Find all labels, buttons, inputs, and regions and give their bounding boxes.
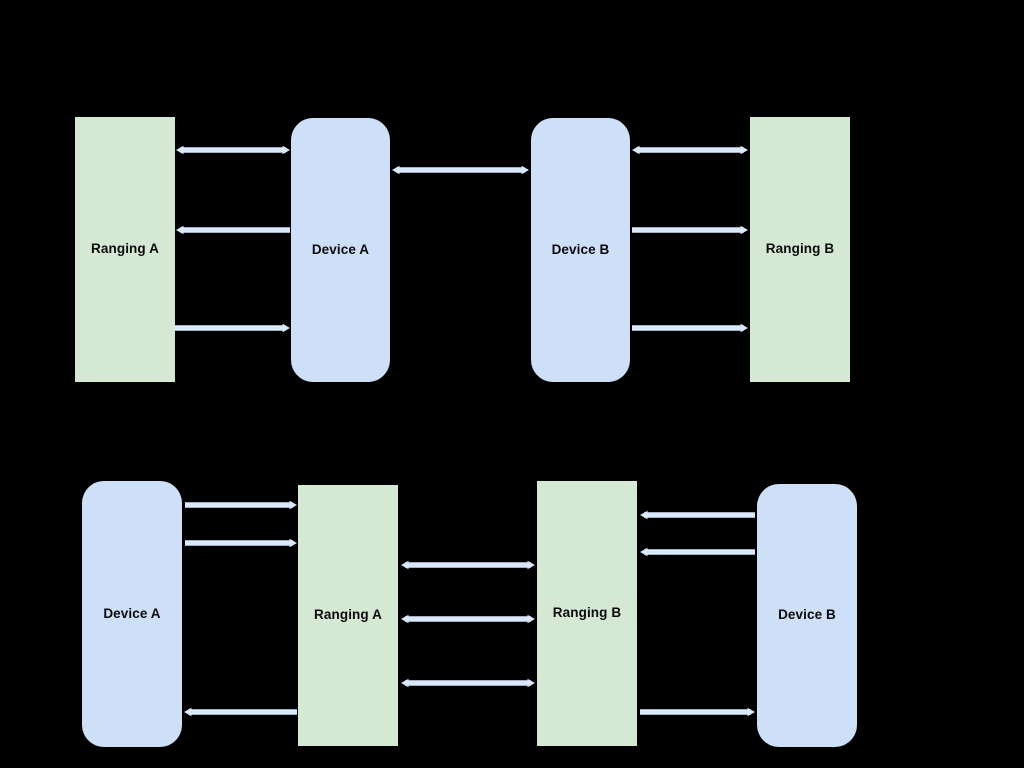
arrowhead: [282, 145, 290, 155]
arrowhead: [747, 707, 755, 717]
node-top-ranging-a[interactable]: Ranging A: [75, 117, 175, 382]
arrowhead: [527, 678, 535, 688]
node-label: Ranging A: [91, 241, 159, 257]
edge-ranging-b-to-device-b: [640, 707, 755, 717]
arrowhead: [640, 510, 648, 520]
arrowhead: [282, 323, 290, 333]
edge-ranging-a-to-device-a: [184, 707, 297, 717]
node-top-ranging-b[interactable]: Ranging B: [750, 117, 850, 382]
arrowhead: [289, 500, 297, 510]
arrowhead: [401, 614, 409, 624]
node-label: Device A: [103, 605, 161, 621]
arrowhead: [527, 614, 535, 624]
arrowhead: [401, 560, 409, 570]
arrowhead: [632, 145, 640, 155]
node-bot-device-b[interactable]: Device B: [757, 484, 857, 747]
arrowhead: [640, 547, 648, 557]
arrowhead: [289, 538, 297, 548]
node-label: Ranging A: [314, 607, 382, 623]
node-label: Ranging B: [552, 605, 622, 621]
arrowhead: [740, 145, 748, 155]
arrowhead: [184, 707, 192, 717]
node-label: Device B: [551, 241, 610, 257]
arrowhead: [176, 145, 184, 155]
edge-device-a-device-b-bidirectional: [392, 165, 529, 175]
edge-ranging-a-ranging-b-bidirectional: [401, 560, 535, 570]
node-label: Ranging B: [765, 241, 835, 257]
node-label: Device B: [778, 607, 836, 623]
arrowhead: [527, 560, 535, 570]
node-bot-device-a[interactable]: Device A: [82, 481, 182, 747]
edge-ranging-a-to-device-a: [173, 323, 290, 333]
arrowhead: [176, 225, 184, 235]
edge-device-b-to-ranging-b: [640, 510, 755, 520]
edge-device-b-to-ranging-b: [632, 225, 748, 235]
edge-device-b-ranging-b-bidirectional: [632, 145, 748, 155]
edge-device-a-to-ranging-a: [176, 225, 290, 235]
arrowhead: [521, 165, 529, 175]
edge-device-a-to-ranging-a-2: [185, 538, 297, 548]
edge-device-b-to-ranging-b-2: [632, 323, 748, 333]
node-label: Device A: [311, 241, 370, 257]
arrowhead: [740, 225, 748, 235]
node-bot-ranging-a[interactable]: Ranging A: [298, 485, 398, 746]
edge-ranging-a-device-a-bidirectional: [176, 145, 290, 155]
node-bot-ranging-b[interactable]: Ranging B: [537, 481, 637, 746]
node-top-device-a[interactable]: Device A: [291, 118, 390, 382]
edge-ranging-a-ranging-b-bidirectional-2: [401, 614, 535, 624]
edge-device-b-to-ranging-b-2: [640, 547, 755, 557]
edge-ranging-a-ranging-b-bidirectional-3: [401, 678, 535, 688]
arrowhead: [401, 678, 409, 688]
node-top-device-b[interactable]: Device B: [531, 118, 630, 382]
arrowhead: [740, 323, 748, 333]
edge-device-a-to-ranging-a: [185, 500, 297, 510]
arrowhead: [392, 165, 400, 175]
